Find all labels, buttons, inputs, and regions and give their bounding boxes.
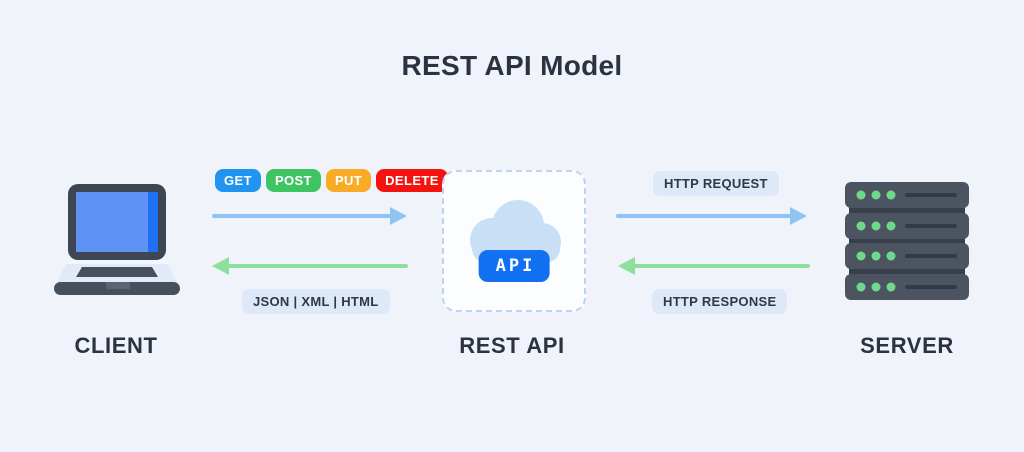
response-formats-badge: JSON | XML | HTML — [242, 289, 390, 314]
server-rack-icon — [845, 182, 969, 304]
server-response-arrow — [632, 264, 810, 268]
http-request-badge: HTTP REQUEST — [653, 171, 779, 196]
client-response-arrow — [226, 264, 408, 268]
api-button: API — [478, 250, 550, 282]
rest-api-label: REST API — [459, 333, 565, 358]
rest-api-box: API — [442, 170, 586, 312]
method-badge-post: POST — [265, 169, 321, 192]
http-methods-row: GET POST PUT DELETE — [215, 169, 448, 192]
client-node — [54, 180, 180, 300]
server-response-arrowhead-icon — [618, 257, 635, 275]
server-node — [845, 182, 969, 300]
method-badge-delete: DELETE — [376, 169, 448, 192]
server-request-arrow — [616, 214, 792, 218]
method-badge-put: PUT — [325, 169, 372, 192]
page-title: REST API Model — [401, 50, 623, 81]
server-request-arrowhead-icon — [790, 207, 807, 225]
method-badge-get: GET — [215, 169, 261, 192]
server-label: SERVER — [860, 333, 954, 358]
client-request-arrowhead-icon — [390, 207, 407, 225]
http-response-badge: HTTP RESPONSE — [652, 289, 788, 314]
laptop-icon — [54, 184, 180, 304]
client-request-arrow — [212, 214, 392, 218]
client-label: CLIENT — [74, 333, 158, 358]
client-response-arrowhead-icon — [212, 257, 229, 275]
